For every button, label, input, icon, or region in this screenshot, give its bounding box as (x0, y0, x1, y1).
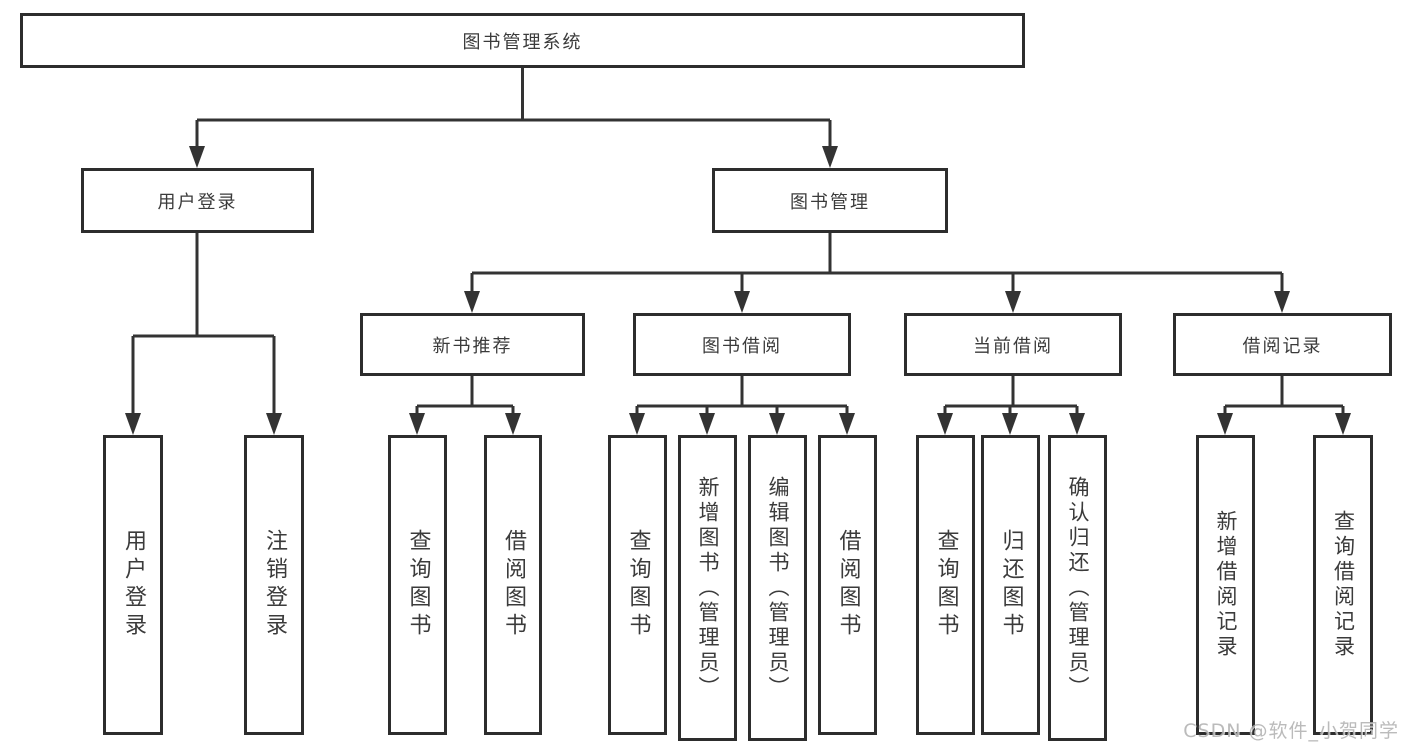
node-leaf-add-books-admin: 新增图书（管理员） (678, 435, 737, 741)
arrow-down-icon (189, 146, 205, 168)
node-leaf-add-borrow-record: 新增借阅记录 (1196, 435, 1255, 735)
leaf-label: 确认归还（管理员） (1066, 475, 1090, 701)
edges-book-borrow-to-leaves (629, 376, 855, 435)
arrow-down-icon (1274, 291, 1290, 313)
leaf-label: 归还图书 (998, 529, 1024, 641)
node-label: 当前借阅 (973, 335, 1053, 357)
leaf-label: 注销登录 (262, 529, 287, 641)
node-book-borrow: 图书借阅 (633, 313, 851, 376)
arrow-down-icon (505, 413, 521, 435)
node-user-login: 用户登录 (81, 168, 314, 233)
arrow-down-icon (266, 413, 282, 435)
node-leaf-return-books: 归还图书 (981, 435, 1040, 735)
node-leaf-confirm-return-admin: 确认归还（管理员） (1048, 435, 1107, 741)
node-leaf-borrow-books-2: 借阅图书 (818, 435, 877, 735)
leaf-label: 借阅图书 (501, 529, 526, 641)
node-label: 图书借阅 (702, 335, 782, 357)
arrow-down-icon (1002, 413, 1018, 435)
arrow-down-icon (1005, 291, 1021, 313)
node-current-borrow: 当前借阅 (904, 313, 1122, 376)
arrow-down-icon (409, 413, 425, 435)
edges-user-login-to-leaves (125, 233, 282, 435)
edges-book-management-to-level3 (464, 233, 1290, 313)
node-leaf-query-books-1: 查询图书 (388, 435, 447, 735)
arrow-down-icon (125, 413, 141, 435)
node-label: 图书管理系统 (462, 31, 583, 53)
leaf-label: 查询借阅记录 (1331, 510, 1356, 660)
edges-new-books-to-leaves (409, 376, 521, 435)
leaf-label: 用户登录 (121, 529, 146, 641)
node-book-management: 图书管理 (712, 168, 948, 233)
node-leaf-query-borrow-record: 查询借阅记录 (1313, 435, 1373, 735)
node-leaf-borrow-books-1: 借阅图书 (484, 435, 542, 735)
node-new-books: 新书推荐 (360, 313, 585, 376)
leaf-label: 新增借阅记录 (1214, 510, 1238, 660)
node-leaf-user-login: 用户登录 (103, 435, 163, 735)
node-leaf-query-books-3: 查询图书 (916, 435, 975, 735)
arrow-down-icon (699, 413, 715, 435)
node-root-system: 图书管理系统 (20, 13, 1025, 68)
arrow-down-icon (839, 413, 855, 435)
node-label: 图书管理 (790, 191, 870, 213)
csdn-watermark: CSDN @软件_小贺同学 (1183, 720, 1399, 742)
node-leaf-logout: 注销登录 (244, 435, 304, 735)
node-label: 用户登录 (157, 191, 238, 213)
edges-current-borrow-to-leaves (937, 376, 1085, 435)
arrow-down-icon (1217, 413, 1233, 435)
leaf-label: 新增图书（管理员） (696, 475, 720, 701)
arrow-down-icon (629, 413, 645, 435)
leaf-label: 编辑图书（管理员） (766, 475, 790, 701)
node-label: 新书推荐 (432, 335, 513, 357)
leaf-label: 查询图书 (405, 529, 431, 641)
leaf-label: 查询图书 (933, 529, 959, 641)
node-leaf-edit-books-admin: 编辑图书（管理员） (748, 435, 807, 741)
leaf-label: 查询图书 (625, 529, 651, 641)
arrow-down-icon (1069, 413, 1085, 435)
arrow-down-icon (734, 291, 750, 313)
leaf-label: 借阅图书 (835, 529, 861, 641)
arrow-down-icon (464, 291, 480, 313)
arrow-down-icon (769, 413, 785, 435)
arrow-down-icon (937, 413, 953, 435)
edges-borrow-records-to-leaves (1217, 376, 1351, 435)
node-label: 借阅记录 (1242, 335, 1323, 357)
node-leaf-query-books-2: 查询图书 (608, 435, 667, 735)
arrow-down-icon (822, 146, 838, 168)
node-borrow-records: 借阅记录 (1173, 313, 1392, 376)
edges-root-to-level2 (189, 68, 838, 168)
arrow-down-icon (1335, 413, 1351, 435)
